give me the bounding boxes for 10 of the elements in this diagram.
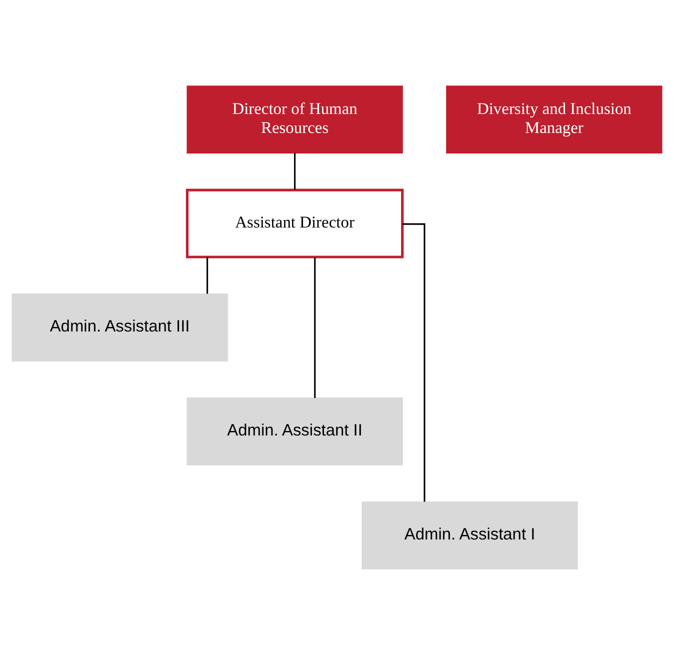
connector bbox=[294, 152, 296, 190]
connector bbox=[314, 256, 316, 398]
node-box: Admin. Assistant I bbox=[362, 500, 578, 569]
node-box: Assistant Director bbox=[186, 188, 404, 258]
connector bbox=[402, 222, 426, 502]
node-box: Admin. Assistant III bbox=[12, 293, 228, 361]
node-box: Director of Human Resources bbox=[186, 85, 403, 154]
connector bbox=[206, 256, 208, 294]
node-box: Admin. Assistant II bbox=[186, 397, 403, 465]
node-box: Diversity and Inclusion Manager bbox=[446, 85, 662, 154]
